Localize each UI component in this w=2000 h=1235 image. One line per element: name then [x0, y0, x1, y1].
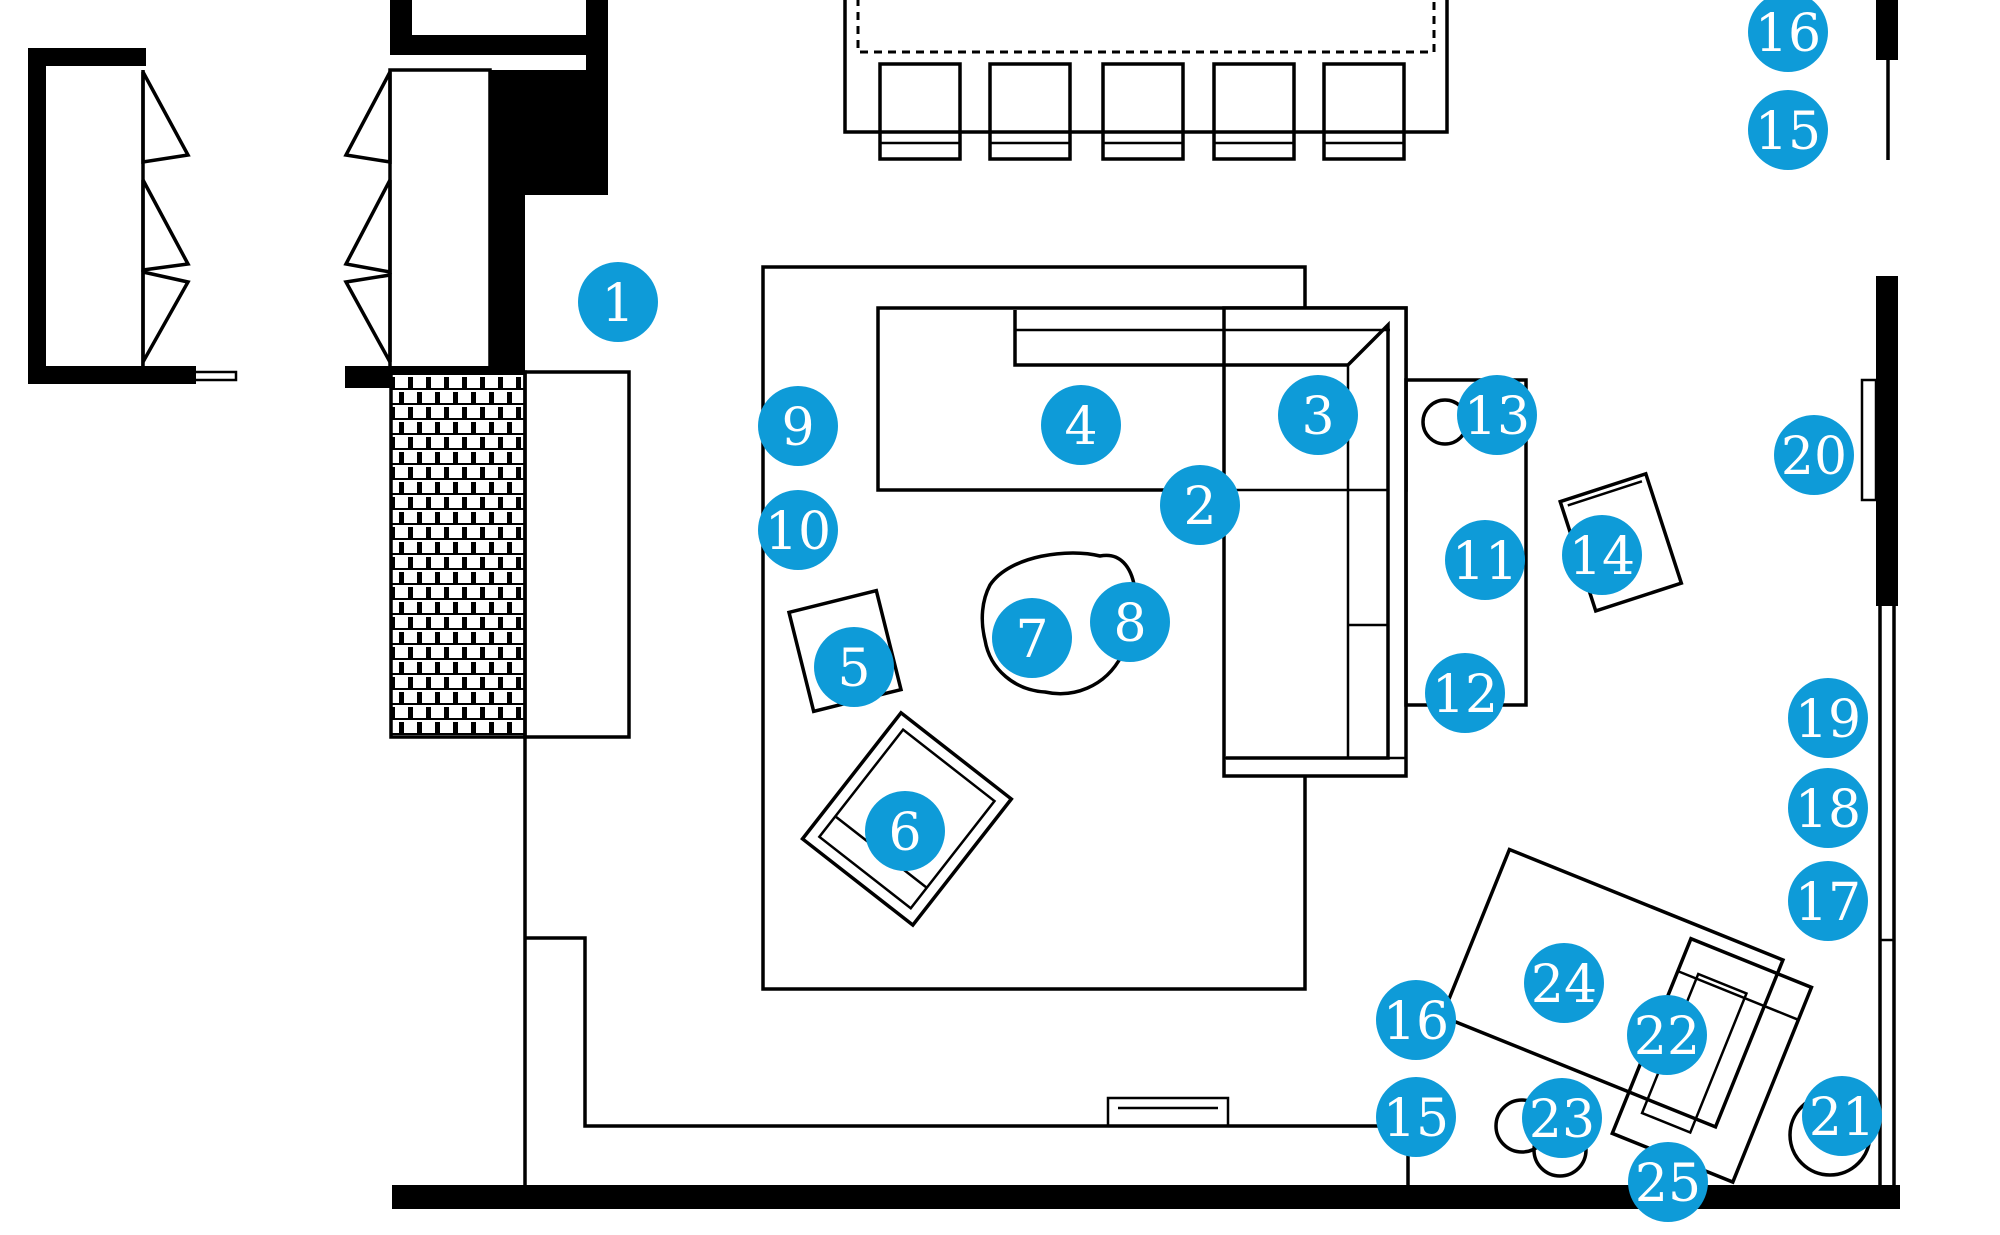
marker-circle: [1278, 375, 1358, 455]
marker-circle: [1788, 861, 1868, 941]
fireplace: [389, 370, 631, 739]
marker-17: 17: [1788, 861, 1868, 941]
marker-label: 14: [1569, 527, 1635, 587]
marker-circle: [578, 262, 658, 342]
marker-11: 11: [1445, 520, 1525, 600]
marker-12: 12: [1425, 653, 1505, 733]
marker-1: 1: [578, 262, 658, 342]
marker-circle: [814, 627, 894, 707]
marker-label: 17: [1795, 873, 1861, 933]
marker-6: 6: [865, 791, 945, 871]
marker-7: 7: [992, 598, 1072, 678]
marker-label: 18: [1795, 780, 1861, 840]
marker-circle: [1524, 943, 1604, 1023]
marker-label: 15: [1383, 1089, 1449, 1149]
marker-3: 3: [1278, 375, 1358, 455]
marker-circle: [1802, 1076, 1882, 1156]
marker-16: 16: [1376, 980, 1456, 1060]
marker-label: 24: [1531, 955, 1597, 1015]
marker-label: 6: [888, 803, 921, 863]
pantry-unit: [343, 0, 608, 388]
dining-chairs: [878, 62, 1406, 161]
marker-circle: [758, 386, 838, 466]
coffee-table: [980, 551, 1138, 696]
marker-circle: [1445, 520, 1525, 600]
marker-16: 16: [1748, 0, 1828, 72]
marker-circle: [1774, 415, 1854, 495]
marker-label: 20: [1781, 427, 1847, 487]
marker-label: 23: [1529, 1090, 1595, 1150]
marker-label: 22: [1634, 1007, 1700, 1067]
marker-2: 2: [1160, 465, 1240, 545]
marker-circle: [758, 490, 838, 570]
marker-circle: [1748, 90, 1828, 170]
marker-label: 15: [1755, 102, 1821, 162]
marker-23: 23: [1522, 1078, 1602, 1158]
marker-label: 16: [1383, 992, 1449, 1052]
marker-25: 25: [1628, 1142, 1708, 1222]
marker-14: 14: [1562, 515, 1642, 595]
marker-label: 10: [765, 502, 831, 562]
marker-label: 21: [1809, 1088, 1875, 1148]
marker-circle: [1522, 1078, 1602, 1158]
marker-label: 13: [1464, 387, 1530, 447]
marker-circle: [865, 791, 945, 871]
marker-15: 15: [1376, 1077, 1456, 1157]
dining-table: [843, 0, 1449, 134]
marker-label: 12: [1432, 665, 1498, 725]
marker-label: 16: [1755, 4, 1821, 64]
marker-5: 5: [814, 627, 894, 707]
marker-circle: [1041, 385, 1121, 465]
marker-circle: [992, 598, 1072, 678]
marker-label: 19: [1795, 690, 1861, 750]
marker-circle: [1160, 465, 1240, 545]
marker-4: 4: [1041, 385, 1121, 465]
marker-18: 18: [1788, 768, 1868, 848]
marker-label: 9: [781, 398, 814, 458]
marker-label: 25: [1635, 1154, 1701, 1214]
marker-label: 8: [1113, 594, 1146, 654]
marker-label: 5: [837, 639, 870, 699]
marker-circle: [1562, 515, 1642, 595]
marker-circle: [1627, 995, 1707, 1075]
marker-circle: [1788, 768, 1868, 848]
marker-13: 13: [1457, 375, 1537, 455]
marker-circle: [1457, 375, 1537, 455]
marker-circle: [1425, 653, 1505, 733]
marker-19: 19: [1788, 678, 1868, 758]
marker-label: 7: [1015, 610, 1048, 670]
marker-20: 20: [1774, 415, 1854, 495]
marker-circle: [1090, 582, 1170, 662]
marker-8: 8: [1090, 582, 1170, 662]
marker-label: 11: [1452, 532, 1518, 592]
marker-circle: [1376, 1077, 1456, 1157]
marker-label: 2: [1183, 477, 1216, 537]
marker-10: 10: [758, 490, 838, 570]
marker-circle: [1788, 678, 1868, 758]
marker-label: 3: [1301, 387, 1334, 447]
marker-15: 15: [1748, 90, 1828, 170]
marker-circle: [1376, 980, 1456, 1060]
marker-circle: [1748, 0, 1828, 72]
marker-circle: [1628, 1142, 1708, 1222]
marker-22: 22: [1627, 995, 1707, 1075]
marker-24: 24: [1524, 943, 1604, 1023]
marker-9: 9: [758, 386, 838, 466]
marker-label: 4: [1064, 397, 1097, 457]
closet: [28, 48, 238, 384]
marker-21: 21: [1802, 1076, 1882, 1156]
marker-label: 1: [601, 274, 634, 334]
